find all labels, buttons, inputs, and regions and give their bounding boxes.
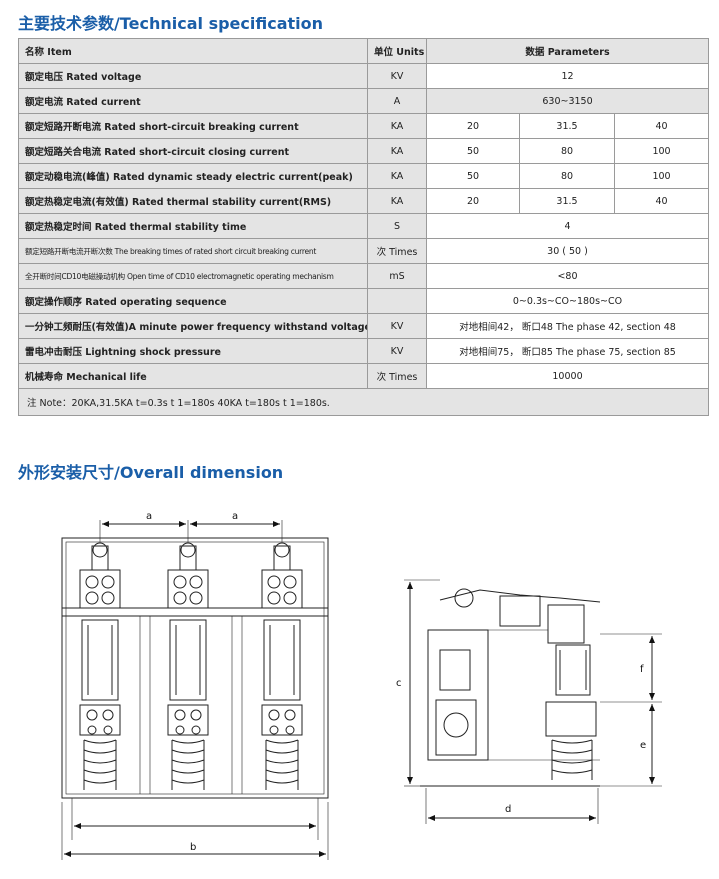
table-row: 额定短路开断电流开断次数 The breaking times of rated…: [18, 238, 710, 264]
table-header-row: 名称 Item 单位 Units 数据 Parameters: [18, 38, 710, 64]
table-note: 注 Note：20KA,31.5KA t=0.3s t 1=180s 40KA …: [17, 388, 710, 416]
row-unit: KV: [367, 338, 427, 364]
row-unit: [367, 288, 427, 314]
row-value: 630~3150: [425, 88, 710, 114]
dimension-drawings: a a b c d f e: [61, 511, 662, 860]
table-row: 全开断时间CD10电磁操动机构 Open time of CD10 electr…: [18, 263, 710, 289]
row-value: 80: [519, 163, 615, 189]
table-note-row: 注 Note：20KA,31.5KA t=0.3s t 1=180s 40KA …: [17, 388, 710, 416]
row-unit: KA: [367, 113, 427, 139]
pole-center: [167, 542, 209, 790]
row-name: 额定电流 Rated current: [18, 88, 368, 114]
row-name: 一分钟工频耐压(有效值)A minute power frequency wit…: [18, 313, 368, 339]
row-unit: S: [367, 213, 427, 239]
row-value: 4: [425, 213, 710, 239]
pole-left: [79, 542, 121, 790]
table-row: 额定短路关合电流 Rated short-circuit closing cur…: [18, 138, 710, 164]
table-row: 雷电冲击耐压 Lightning shock pressure KV 对地相间7…: [18, 338, 710, 364]
row-unit: mS: [367, 263, 427, 289]
row-unit: KA: [367, 163, 427, 189]
header-units: 单位 Units: [367, 38, 427, 64]
table-row: 额定短路开断电流 Rated short-circuit breaking cu…: [18, 113, 710, 139]
row-name: 额定电压 Rated voltage: [18, 63, 368, 89]
row-value: 40: [613, 188, 710, 214]
row-value: 31.5: [519, 188, 615, 214]
dimension-section-title: 外形安装尺寸/Overall dimension: [18, 463, 284, 482]
row-unit: 次 Times: [367, 363, 427, 389]
row-value: 20: [426, 113, 520, 139]
table-row: 额定热稳定电流(有效值) Rated thermal stability cur…: [18, 188, 710, 214]
row-value: 20: [426, 188, 520, 214]
row-name: 全开断时间CD10电磁操动机构 Open time of CD10 electr…: [18, 263, 368, 289]
dimension-label-a1: a: [146, 511, 152, 522]
row-value: 12: [425, 63, 710, 89]
row-value: 对地相间75， 断口85 The phase 75, section 85: [425, 338, 710, 364]
row-name: 额定动稳电流(峰值) Rated dynamic steady electric…: [18, 163, 368, 189]
row-value: 80: [519, 138, 615, 164]
row-value: 30 ( 50 ): [425, 238, 710, 264]
dimension-label-c: c: [396, 678, 402, 689]
dimension-label-d: d: [505, 804, 511, 815]
row-name: 额定短路开断电流开断次数 The breaking times of rated…: [18, 238, 368, 264]
row-value: 100: [613, 163, 710, 189]
row-unit: KV: [367, 63, 427, 89]
row-unit: 次 Times: [367, 238, 427, 264]
row-value: 0~0.3s~CO~180s~CO: [425, 288, 710, 314]
row-value: 50: [426, 138, 520, 164]
header-item: 名称 Item: [18, 38, 368, 64]
row-unit: A: [367, 88, 427, 114]
spec-table: 名称 Item 单位 Units 数据 Parameters 额定电压 Rate…: [17, 38, 710, 416]
row-unit: KA: [367, 138, 427, 164]
row-value: <80: [425, 263, 710, 289]
table-row: 机械寿命 Mechanical life 次 Times 10000: [18, 363, 710, 389]
header-parameters: 数据 Parameters: [425, 38, 710, 64]
row-value: 50: [426, 163, 520, 189]
table-row: 额定电流 Rated current A 630~3150: [18, 88, 710, 114]
spec-section-title: 主要技术参数/Technical specification: [18, 14, 324, 33]
row-name: 雷电冲击耐压 Lightning shock pressure: [18, 338, 368, 364]
row-name: 机械寿命 Mechanical life: [18, 363, 368, 389]
row-unit: KV: [367, 313, 427, 339]
row-name: 额定操作顺序 Rated operating sequence: [18, 288, 368, 314]
row-name: 额定短路关合电流 Rated short-circuit closing cur…: [18, 138, 368, 164]
row-value: 100: [613, 138, 710, 164]
row-name: 额定热稳定时间 Rated thermal stability time: [18, 213, 368, 239]
row-name: 额定热稳定电流(有效值) Rated thermal stability cur…: [18, 188, 368, 214]
table-row: 额定操作顺序 Rated operating sequence 0~0.3s~C…: [18, 288, 710, 314]
dimension-label-a2: a: [232, 511, 238, 522]
dimension-label-e: e: [640, 740, 646, 751]
pole-right: [261, 542, 303, 790]
table-row: 额定动稳电流(峰值) Rated dynamic steady electric…: [18, 163, 710, 189]
front-view-drawing: [61, 520, 329, 860]
table-row: 额定电压 Rated voltage KV 12: [18, 63, 710, 89]
table-row: 额定热稳定时间 Rated thermal stability time S 4: [18, 213, 710, 239]
dimension-label-b: b: [190, 842, 196, 853]
row-value: 对地相间42， 断口48 The phase 42, section 48: [425, 313, 710, 339]
table-row: 一分钟工频耐压(有效值)A minute power frequency wit…: [18, 313, 710, 339]
row-value: 10000: [425, 363, 710, 389]
row-value: 40: [613, 113, 710, 139]
side-view-drawing: [404, 579, 662, 824]
dimension-label-f: f: [640, 664, 644, 675]
row-unit: KA: [367, 188, 427, 214]
row-name: 额定短路开断电流 Rated short-circuit breaking cu…: [18, 113, 368, 139]
row-value: 31.5: [519, 113, 615, 139]
